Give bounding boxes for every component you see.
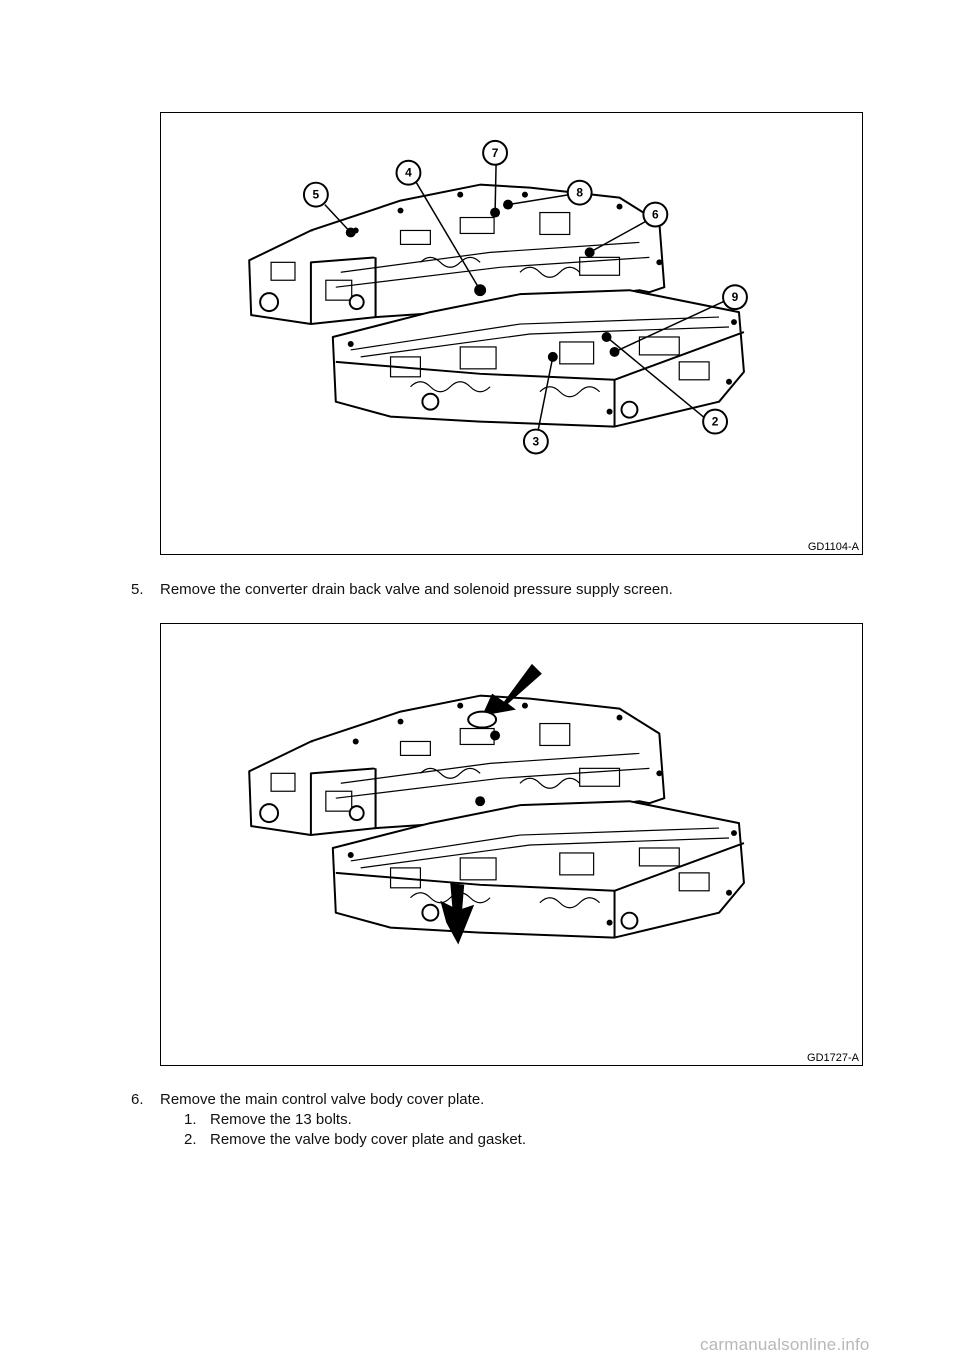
step-text: Remove the main control valve body cover…	[160, 1091, 485, 1108]
figure-valve-body-callouts: 5 4 7 8 6 9 2	[160, 112, 863, 555]
callout-8: 8	[566, 179, 593, 206]
callout-2: 2	[702, 408, 729, 435]
watermark: carmanualsonline.info	[700, 1335, 870, 1354]
step-number: 5.	[131, 581, 144, 598]
step-number: 6.	[131, 1091, 144, 1108]
arrow-bottom-icon	[440, 882, 475, 945]
callout-5: 5	[302, 181, 329, 208]
svg-text:5: 5	[313, 188, 320, 202]
callout-4: 4	[395, 159, 422, 186]
callout-3: 3	[522, 428, 549, 455]
callout-9: 9	[722, 284, 748, 311]
arrow-top-icon	[467, 663, 542, 729]
callout-6: 6	[642, 201, 669, 228]
svg-text:2: 2	[712, 415, 719, 429]
svg-text:9: 9	[732, 290, 739, 304]
callout-7: 7	[482, 139, 509, 166]
svg-text:7: 7	[492, 146, 499, 160]
valve-body-illustration: 5 4 7 8 6 9 2	[248, 139, 748, 455]
step-text: Remove the converter drain back valve an…	[160, 581, 673, 598]
substep-text: Remove the valve body cover plate and ga…	[210, 1131, 527, 1148]
svg-text:6: 6	[652, 208, 659, 222]
figure-code: GD1727-A	[807, 1052, 859, 1064]
substep-text: Remove the 13 bolts.	[210, 1111, 352, 1128]
valve-body-illustration	[248, 663, 745, 945]
svg-text:3: 3	[533, 434, 540, 448]
substep-number: 1.	[184, 1111, 197, 1128]
figure-valve-body-arrows: GD1727-A	[160, 623, 863, 1066]
svg-text:4: 4	[405, 166, 412, 180]
substep-number: 2.	[184, 1131, 197, 1148]
svg-text:8: 8	[576, 186, 583, 200]
figure-code: GD1104-A	[807, 541, 859, 553]
callout-group: 5 4 7 8 6 9 2	[302, 139, 748, 455]
